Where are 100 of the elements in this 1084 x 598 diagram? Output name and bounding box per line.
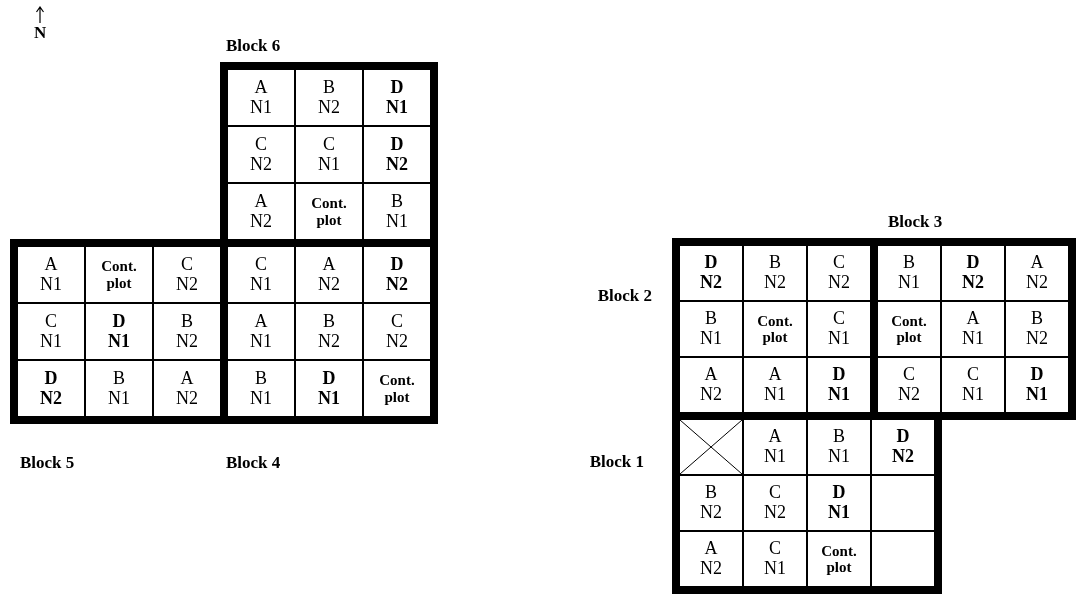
plot-cell — [744, 302, 806, 356]
treatment-label: D N1 — [828, 483, 850, 523]
plot-cell — [228, 247, 294, 302]
plot-cell — [680, 302, 742, 356]
plot-cell — [878, 358, 940, 412]
treatment-label: C N2 — [176, 254, 198, 295]
plot-cell — [1006, 246, 1068, 300]
plot-cell — [364, 127, 430, 182]
treatment-label: C N2 — [250, 134, 272, 175]
treatment-label: Cont. plot — [101, 258, 137, 291]
plot-cell — [1006, 358, 1068, 412]
treatment-label: D N1 — [318, 368, 340, 409]
treatment-label: C N2 — [898, 365, 920, 405]
treatment-label: Cont. plot — [379, 372, 415, 405]
plot-cell — [942, 358, 1004, 412]
treatment-label: B N1 — [700, 309, 722, 349]
plot-cell — [296, 361, 362, 416]
treatment-label: Cont. plot — [891, 312, 927, 346]
plot-cell — [680, 476, 742, 530]
treatment-label: D N2 — [962, 253, 984, 293]
plot-cell — [808, 532, 870, 586]
plot-cell — [86, 247, 152, 302]
treatment-label: B N2 — [176, 311, 198, 352]
plot-cell — [228, 184, 294, 239]
block-label: Block 6 — [226, 36, 281, 56]
treatment-label: Cont. plot — [311, 195, 347, 228]
plot-cell — [808, 476, 870, 530]
plot-cell — [744, 532, 806, 586]
treatment-label: D N1 — [828, 365, 850, 405]
treatment-label: B N1 — [108, 368, 130, 409]
treatment-label: Cont. plot — [821, 542, 857, 576]
treatment-label: B N1 — [250, 368, 272, 409]
plot-cell — [296, 127, 362, 182]
plot-cell — [744, 358, 806, 412]
empty-plot-cell — [872, 532, 934, 586]
treatment-label: B N1 — [386, 191, 408, 232]
plot-cell — [744, 476, 806, 530]
plot-cell — [228, 304, 294, 359]
treatment-label: D N1 — [108, 311, 130, 352]
plot-cell — [364, 70, 430, 125]
plot-cell — [154, 247, 220, 302]
plot-cell — [228, 361, 294, 416]
treatment-label: B N2 — [318, 77, 340, 118]
block-label: Block 4 — [226, 453, 281, 473]
treatment-label: B N1 — [898, 253, 920, 293]
treatment-label: D N2 — [700, 253, 722, 293]
plot-cell — [296, 304, 362, 359]
treatment-label: C N1 — [250, 254, 272, 295]
plot-cell — [18, 247, 84, 302]
plot-cell — [744, 246, 806, 300]
treatment-label: A N1 — [962, 309, 984, 349]
plot-cell — [808, 358, 870, 412]
treatment-label: D N2 — [40, 368, 62, 409]
block-label: Block 5 — [20, 453, 75, 473]
treatment-label: A N1 — [250, 77, 272, 118]
treatment-label: C N2 — [828, 253, 850, 293]
plot-cell — [680, 358, 742, 412]
treatment-label: C N1 — [318, 134, 340, 175]
plot-cell — [942, 302, 1004, 356]
plot-cell — [942, 246, 1004, 300]
treatment-label: C N1 — [828, 309, 850, 349]
treatment-label: A N2 — [318, 254, 340, 295]
treatment-label: C N1 — [40, 311, 62, 352]
treatment-label: C N1 — [764, 539, 786, 579]
block-label: Block 1 — [589, 452, 644, 472]
plot-cell — [154, 304, 220, 359]
plot-cell — [872, 420, 934, 474]
plot-cell — [808, 246, 870, 300]
block-label: Block 2 — [597, 286, 652, 306]
empty-plot-cell — [872, 476, 934, 530]
plot-cell — [296, 247, 362, 302]
plot-cell — [364, 247, 430, 302]
treatment-label: C N2 — [764, 483, 786, 523]
treatment-label: A N1 — [250, 311, 272, 352]
plot-cell — [744, 420, 806, 474]
treatment-label: A N2 — [176, 368, 198, 409]
plot-cell — [154, 361, 220, 416]
plot-cell — [228, 127, 294, 182]
plot-cell — [296, 184, 362, 239]
treatment-label: A N2 — [1026, 253, 1048, 293]
treatment-label: D N2 — [386, 254, 408, 295]
plot-cell — [18, 361, 84, 416]
plot-cell — [296, 70, 362, 125]
plot-cell — [86, 361, 152, 416]
treatment-label: B N1 — [828, 427, 850, 467]
north-label: N — [34, 24, 47, 41]
treatment-label: A N1 — [40, 254, 62, 295]
treatment-label: C N1 — [962, 365, 984, 405]
plot-cell — [364, 304, 430, 359]
plot-cell — [878, 302, 940, 356]
plot-cell — [808, 420, 870, 474]
treatment-label: A N1 — [764, 365, 786, 405]
treatment-label: A N2 — [700, 539, 722, 579]
treatment-label: B N2 — [764, 253, 786, 293]
plot-cell — [680, 246, 742, 300]
treatment-label: D N2 — [386, 134, 408, 175]
treatment-label: C N2 — [386, 311, 408, 352]
treatment-label: A N1 — [764, 427, 786, 467]
plot-cell — [808, 302, 870, 356]
plot-cell — [364, 184, 430, 239]
